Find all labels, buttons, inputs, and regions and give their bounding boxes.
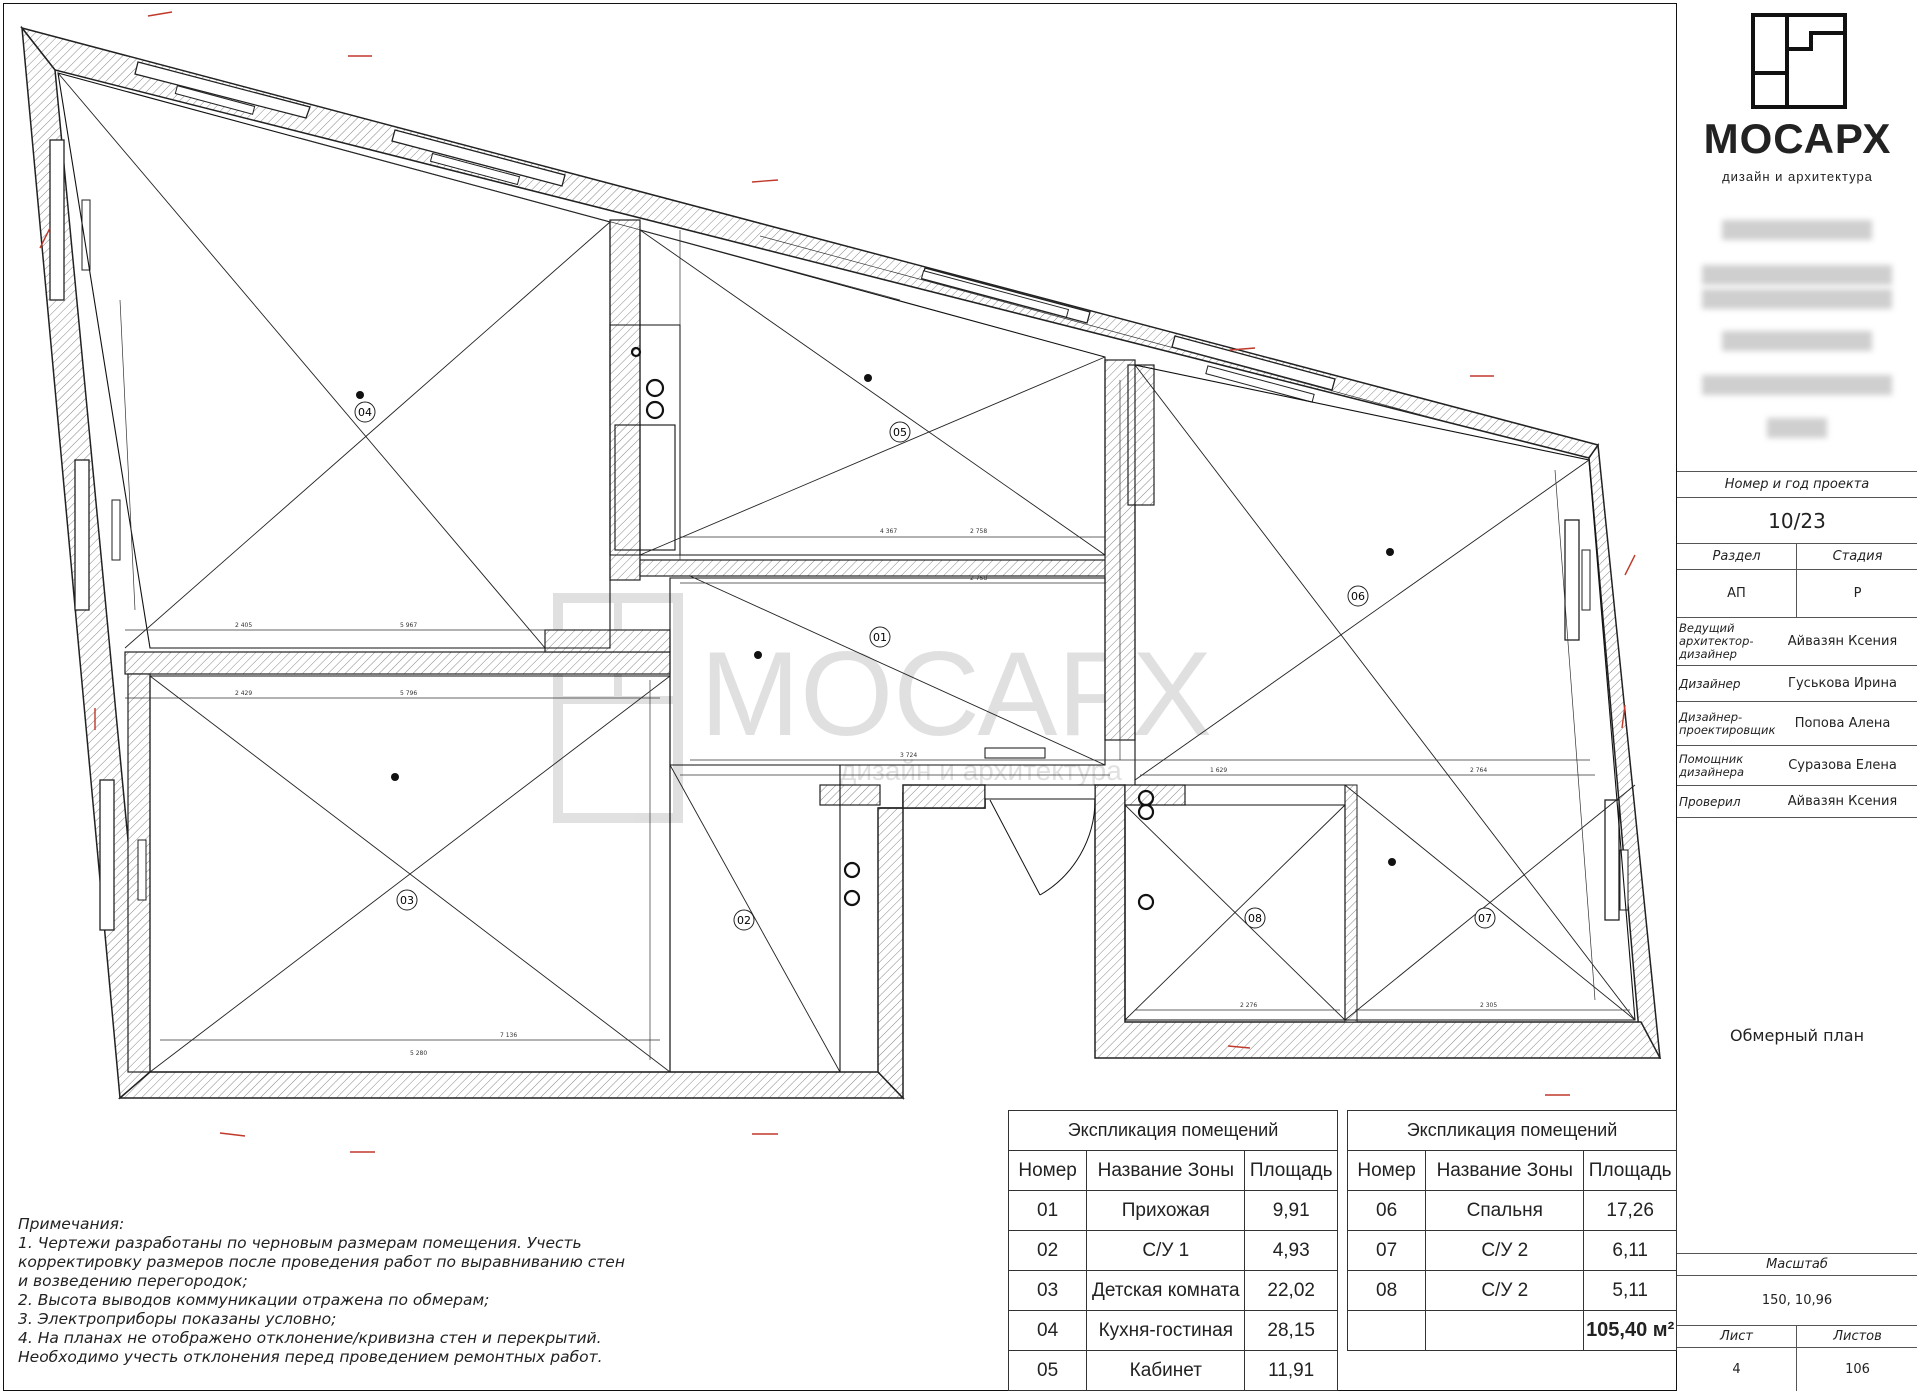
svg-text:04: 04	[358, 406, 372, 419]
svg-text:5 280: 5 280	[410, 1050, 427, 1057]
svg-text:2 758: 2 758	[970, 528, 987, 535]
table-row: 105,40 м²	[1346, 1310, 1677, 1351]
project-number: 10/23	[1768, 508, 1826, 533]
svg-text:2 276: 2 276	[1240, 1002, 1257, 1009]
brand-name: МОСАРХ	[1703, 115, 1892, 162]
scale-label: Масштаб	[1766, 1257, 1828, 1272]
svg-text:1 629: 1 629	[1210, 767, 1227, 774]
svg-text:05: 05	[893, 426, 907, 439]
svg-text:3 724: 3 724	[900, 752, 917, 759]
table-header: Площадь	[1583, 1150, 1677, 1191]
notes: Примечания: 1. Чертежи разработаны по че…	[18, 1215, 625, 1366]
drawing-title: Обмерный план	[1729, 1026, 1865, 1045]
notes-title: Примечания:	[18, 1215, 125, 1233]
section-label: Раздел	[1677, 544, 1797, 569]
room-marker-07: 07	[1388, 858, 1496, 929]
dimension-labels: 5 967 5 796 4 367 2 758 2 758 7 136 5 28…	[235, 528, 1497, 1057]
room-marker-03: 03	[391, 773, 418, 911]
table-header: Номер	[1007, 1150, 1088, 1191]
room-marker-05: 05	[864, 374, 911, 443]
room-markers: 04 05 06 01 03 02 08 07	[354, 374, 1496, 931]
svg-text:4 367: 4 367	[880, 528, 897, 535]
room-marker-04: 04	[354, 391, 376, 423]
staff-row: Ведущий архитектор-дизайнер Айвазян Ксен…	[1677, 617, 1917, 665]
total-area: 105,40 м²	[1583, 1310, 1677, 1351]
staff-row: Помощник дизайнера Суразова Елена	[1677, 745, 1917, 785]
sheet-label: Лист	[1677, 1326, 1797, 1347]
svg-text:03: 03	[400, 894, 414, 907]
brand-logo-icon	[1751, 13, 1847, 109]
room-marker-06: 06	[1347, 548, 1394, 607]
windows	[49, 61, 1620, 931]
scale-value: 150, 10,96	[1761, 1293, 1833, 1308]
sheets-total: 106	[1845, 1362, 1870, 1377]
svg-text:07: 07	[1478, 912, 1492, 925]
svg-text:02: 02	[737, 914, 751, 927]
staff-row: Проверил Айвазян Ксения	[1677, 785, 1917, 817]
entrance-door	[984, 784, 1096, 896]
svg-text:7 136: 7 136	[500, 1032, 517, 1039]
svg-text:01: 01	[873, 631, 887, 644]
room-marker-01: 01	[754, 626, 891, 659]
section-arrows	[39, 11, 1636, 1153]
sheets-label: Листов	[1833, 1329, 1882, 1344]
explication-table-left: Экспликация помещений Номер Название Зон…	[1007, 1110, 1338, 1391]
sheet-number: 4	[1677, 1348, 1797, 1391]
table-header: Название Зоны	[1425, 1150, 1585, 1191]
brand-tagline: дизайн и архитектура	[1722, 169, 1873, 184]
room-diagonals	[57, 72, 1636, 1073]
radiators	[81, 85, 1629, 911]
svg-text:2 758: 2 758	[970, 575, 987, 582]
stage-value: Р	[1853, 586, 1862, 601]
svg-text:5 967: 5 967	[400, 622, 417, 629]
svg-text:5 796: 5 796	[400, 690, 417, 697]
project-number-label: Номер и год проекта	[1724, 477, 1870, 492]
room-marker-02: 02	[733, 909, 755, 931]
svg-text:2 405: 2 405	[235, 622, 252, 629]
staff-row: Дизайнер Гуськова Ирина	[1677, 665, 1917, 701]
title-block: МОСАРХ дизайн и архитектура Номер и год …	[1676, 3, 1917, 1391]
dimension-lines	[119, 137, 1630, 1060]
section-value: АП	[1677, 570, 1797, 617]
staff-row: Дизайнер-проектировщик Попова Алена	[1677, 701, 1917, 745]
table-caption: Экспликация помещений	[1008, 1110, 1338, 1151]
table-header: Название Зоны	[1086, 1150, 1246, 1191]
svg-text:2 764: 2 764	[1470, 767, 1487, 774]
table-header: Площадь	[1244, 1150, 1338, 1191]
svg-text:2 429: 2 429	[235, 690, 252, 697]
floor-plan: МОСАРХ дизайн и архитектура	[20, 11, 1662, 1153]
explication-table-right: Экспликация помещений Номер Название Зон…	[1346, 1110, 1677, 1351]
stage-label: Стадия	[1832, 549, 1883, 564]
table-header: Номер	[1346, 1150, 1427, 1191]
svg-text:06: 06	[1351, 590, 1365, 603]
svg-text:08: 08	[1248, 912, 1262, 925]
plumbing-fixtures	[630, 346, 1155, 911]
table-caption: Экспликация помещений	[1347, 1110, 1677, 1151]
room-marker-08: 08	[1244, 907, 1266, 929]
svg-text:2 305: 2 305	[1480, 1002, 1497, 1009]
